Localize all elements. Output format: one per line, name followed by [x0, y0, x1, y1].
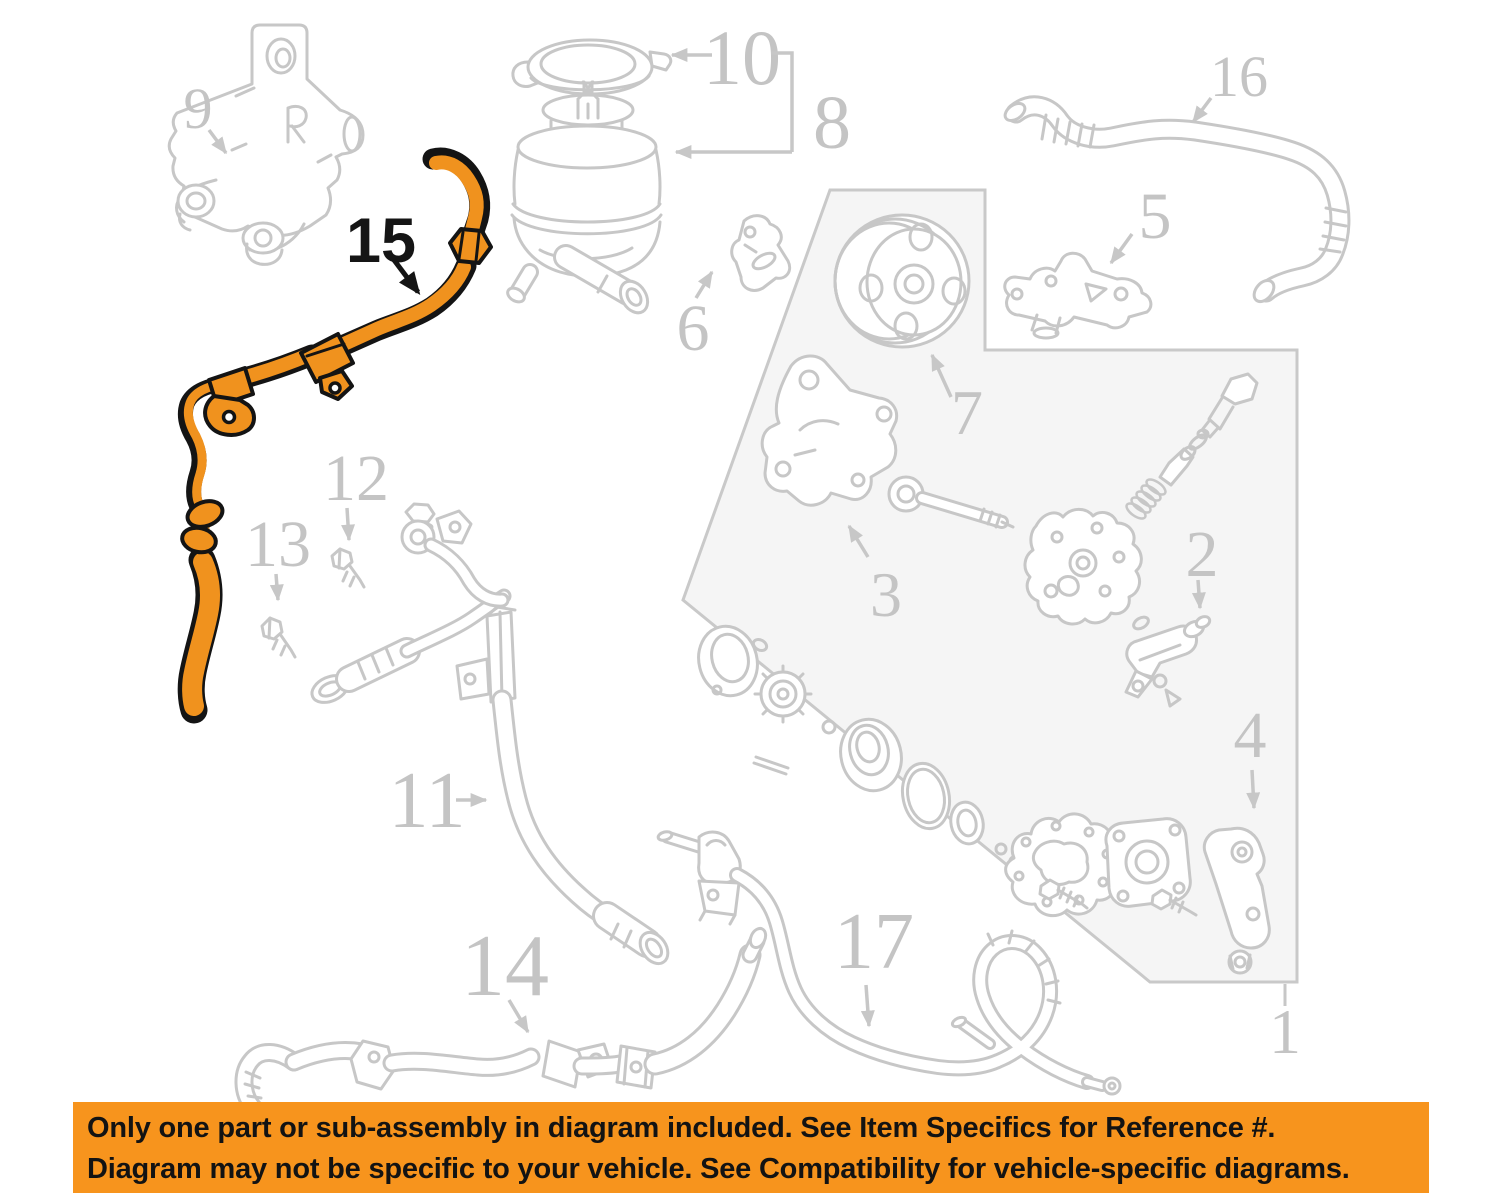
ref-label-11: 11	[388, 757, 465, 845]
ref-label-1: 1	[1269, 996, 1301, 1067]
part-7-pulley	[833, 213, 971, 349]
ref-label-9: 9	[184, 76, 213, 141]
ref-label-2: 2	[1186, 518, 1219, 591]
ref-label-6: 6	[677, 292, 710, 365]
ref-label-17: 17	[834, 898, 914, 986]
ref-label-7: 7	[951, 377, 983, 448]
ref-arrow-2	[1191, 579, 1206, 610]
ref-label-10: 10	[703, 14, 781, 101]
part-5-bracket	[1003, 251, 1153, 340]
ref-label-5: 5	[1139, 180, 1172, 253]
ref-label-12: 12	[323, 442, 389, 515]
info-banner: Only one part or sub-assembly in diagram…	[73, 1102, 1429, 1193]
pump-assembly-outline	[681, 188, 1299, 1006]
ref-arrow-16	[1191, 96, 1213, 124]
ref-arrow-13	[269, 573, 284, 602]
part-13-bolt	[260, 616, 297, 659]
ref-arrow-3	[847, 524, 870, 558]
ref-label-4: 4	[1234, 699, 1267, 772]
hose-fitting	[448, 227, 493, 265]
reference-labels: 9 10 8 6 16 5 7 3 2 12 13 11 14 17 4 1	[184, 14, 1302, 1067]
ref-label-15: 15	[346, 206, 416, 276]
part-4-bracket	[1202, 826, 1271, 950]
part-9-bracket	[167, 23, 365, 266]
ref-15-highlight-label: 15	[346, 206, 421, 296]
part-12-bolt	[330, 547, 366, 589]
pump-rear-parts	[1004, 812, 1271, 975]
banner-line-2: Diagram may not be specific to your vehi…	[87, 1153, 1350, 1185]
ref-label-16: 16	[1210, 44, 1268, 109]
banner-line-1: Only one part or sub-assembly in diagram…	[87, 1112, 1276, 1144]
ref-arrow-6	[694, 270, 714, 299]
part-6-bracket	[730, 214, 792, 292]
pump-internal-parts	[697, 624, 1020, 867]
hose-spring-clamp	[185, 499, 225, 529]
ref-arrow-17	[860, 984, 875, 1028]
ref-arrow-5	[1109, 232, 1134, 265]
part-10-reservoir	[506, 38, 673, 315]
ref-arrow-12	[341, 507, 356, 542]
ref-arrow-7	[930, 353, 953, 398]
ref-label-13: 13	[245, 508, 311, 581]
part-16-hose	[1003, 95, 1351, 304]
ref-arrow-4	[1246, 769, 1261, 810]
part-2-valve	[1124, 615, 1212, 708]
part-17-pipe	[656, 830, 1122, 1096]
ref-arrow-9	[207, 128, 228, 155]
ref-label-14: 14	[461, 918, 549, 1015]
ref-bracket-8	[771, 51, 794, 152]
part-3-bracket	[760, 354, 1015, 529]
ref-arrow-14	[507, 999, 530, 1034]
part-15-highlighted-hose	[177, 147, 493, 724]
part-11-hose	[310, 502, 670, 966]
ref-arrow-15	[392, 258, 421, 296]
pump-body	[1023, 372, 1259, 626]
ref-label-3: 3	[870, 559, 902, 630]
ref-label-8: 8	[813, 81, 851, 165]
